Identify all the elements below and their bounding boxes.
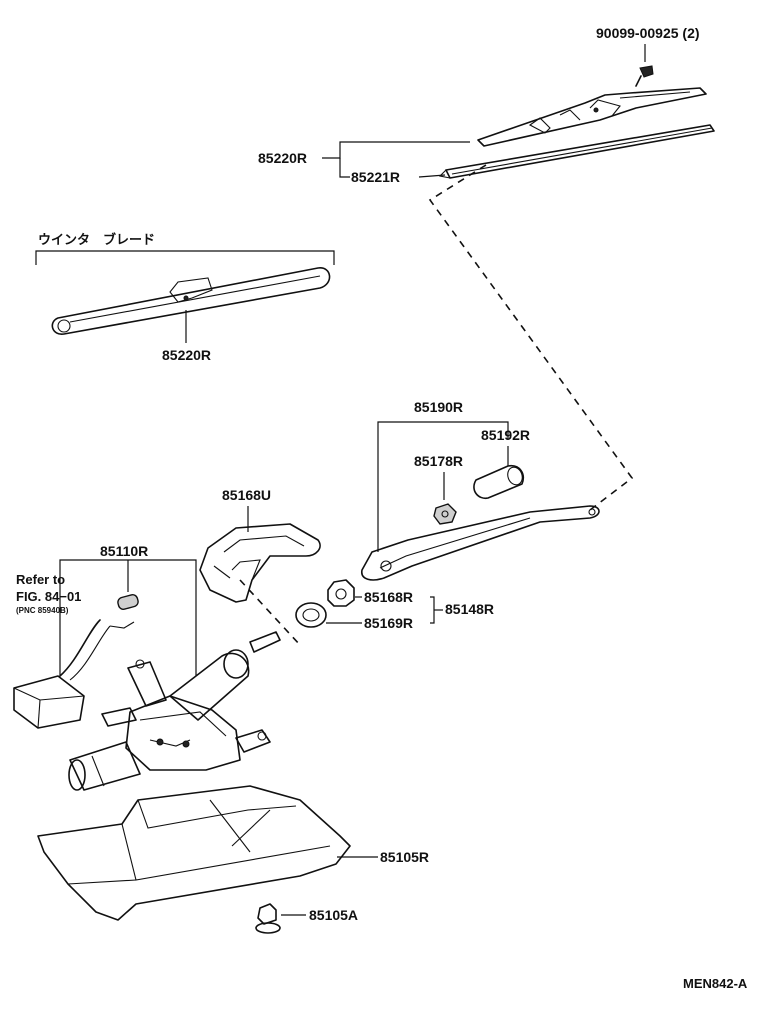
label-motor-assy: 85110R — [100, 543, 148, 559]
label-winter-blade: 85220R — [162, 347, 211, 363]
label-nut: 85178R — [414, 453, 463, 469]
label-refer-1: Refer to — [16, 572, 65, 587]
label-blade-assy: 85220R — [258, 150, 307, 166]
label-washer: 85168R — [364, 589, 413, 605]
label-cover: 85168U — [222, 487, 271, 503]
leader-lines — [35, 44, 646, 916]
screw-part — [635, 65, 654, 87]
grommet-part — [255, 903, 281, 934]
seal-part — [295, 602, 327, 628]
label-refer-3: (PNC 85940B) — [16, 606, 69, 615]
label-arm-assy: 85190R — [414, 399, 463, 415]
blade-rubber-part — [438, 124, 715, 179]
cover-part — [199, 523, 321, 603]
label-cap: 85192R — [481, 427, 530, 443]
bracket-part — [37, 785, 351, 921]
motor-assy-part — [59, 619, 281, 791]
label-bolt: 90099-00925 (2) — [596, 25, 700, 41]
label-blade-rubber: 85221R — [351, 169, 400, 185]
label-grommet: 85105A — [309, 907, 358, 923]
connector-part — [13, 594, 139, 729]
wiper-blade-part — [477, 87, 707, 147]
label-figure-code: MEN842-A — [683, 976, 748, 991]
washer-part — [327, 579, 355, 607]
alignment-dashed-lines — [239, 164, 634, 646]
winter-blade-part — [51, 267, 331, 335]
label-refer-2: FIG. 84−01 — [16, 589, 81, 604]
label-bracket: 85105R — [380, 849, 429, 865]
label-winter-blade-title: ウインタ ブレード — [38, 232, 155, 247]
cap-part — [473, 464, 524, 500]
wiper-arm-part — [361, 505, 600, 581]
label-set: 85148R — [445, 601, 494, 617]
nut-part — [433, 503, 457, 525]
label-seal: 85169R — [364, 615, 413, 631]
